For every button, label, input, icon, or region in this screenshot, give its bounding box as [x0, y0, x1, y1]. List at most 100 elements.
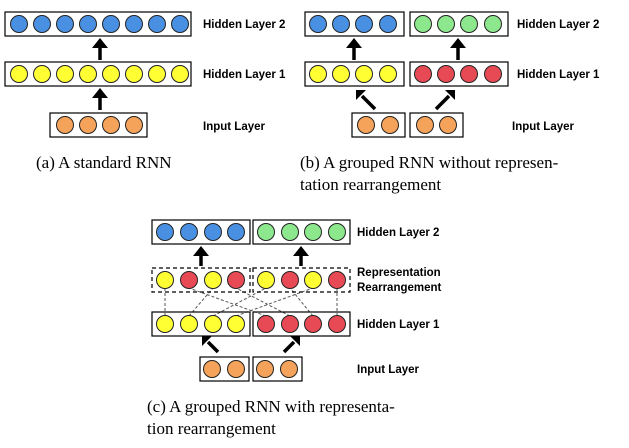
panel-c-hidden2-box-left — [151, 219, 251, 245]
panel-b-hidden2-node-3 — [355, 15, 373, 33]
panel-c-hidden2-node-6 — [281, 223, 299, 241]
panel-c-hidden2-node-8 — [328, 223, 346, 241]
panel-a-hidden2-node-1 — [10, 15, 28, 33]
panel-c-connection-4 — [235, 287, 291, 317]
panel-c-hidden1-nodes — [156, 315, 346, 333]
panel-b: Hidden Layer 2 Hidden Layer 1 Input Laye… — [300, 11, 600, 194]
panel-a-hidden1-node-6 — [125, 65, 143, 83]
panel-c-connection-3 — [188, 287, 214, 317]
panel-b-hidden2-node-4 — [379, 15, 397, 33]
panel-b-input-node-3 — [416, 116, 434, 134]
panel-b-arrow-left-input-h1 — [356, 90, 377, 111]
panel-b-caption-line1: (b) A grouped RNN without represen- — [300, 153, 559, 172]
panel-c-caption-line1: (c) A grouped RNN with representa- — [147, 397, 395, 416]
panel-a-input-label: Input Layer — [203, 121, 266, 133]
panel-a-input-box — [49, 112, 148, 138]
panel-c-input-nodes — [203, 360, 298, 378]
panel-a-hidden1-nodes — [10, 65, 189, 83]
panel-c-rearrangement-node-1 — [156, 271, 174, 289]
panel-c-arrow-left-rearr-h2 — [193, 246, 209, 266]
panel-b-input-box-right — [409, 112, 464, 138]
panel-a-hidden2-node-7 — [148, 15, 166, 33]
panel-b-hidden2-node-7 — [460, 15, 478, 33]
panel-c-input-box-right — [252, 356, 303, 382]
panel-c-connection-2 — [188, 287, 267, 317]
panel-c-hidden1-box-left — [151, 311, 251, 337]
panel-c-rearr-label-line1: Representation — [357, 267, 441, 279]
panel-b-hidden1-node-8 — [484, 65, 502, 83]
panel-c-hidden2-nodes — [156, 223, 346, 241]
panel-a-input-node-3 — [102, 116, 120, 134]
panel-b-hidden1-node-5 — [414, 65, 432, 83]
panel-b-hidden1-box-left — [304, 61, 405, 87]
panel-c-rearr-box-left — [151, 267, 251, 293]
panel-a-hidden2-node-5 — [102, 15, 120, 33]
panel-c-hidden1-node-4 — [227, 315, 245, 333]
panel-c-rearr-box-right — [252, 267, 351, 293]
panel-c-arrow-right-input-h1 — [282, 336, 300, 354]
panel-a-input-node-1 — [56, 116, 74, 134]
panel-c-hidden2-node-5 — [257, 223, 275, 241]
panel-c-input-label: Input Layer — [357, 364, 420, 376]
panel-c-arrow-right-rearr-h2 — [293, 246, 309, 266]
panel-b-hidden2-node-2 — [332, 15, 350, 33]
panel-a-hidden1-node-2 — [33, 65, 51, 83]
panel-c-rearrangement-node-8 — [328, 271, 346, 289]
panel-c-hidden2-node-4 — [227, 223, 245, 241]
panel-a-input-node-4 — [125, 116, 143, 134]
panel-c-hidden2-box-right — [252, 219, 351, 245]
panel-c-hidden1-node-5 — [257, 315, 275, 333]
panel-b-hidden2-node-1 — [309, 15, 327, 33]
panel-c-input-node-3 — [256, 360, 274, 378]
panel-a-hidden2-node-2 — [33, 15, 51, 33]
panel-b-hidden1-node-2 — [332, 65, 350, 83]
panel-b-arrow-right-h1-h2 — [450, 38, 466, 60]
panel-b-input-node-1 — [357, 116, 375, 134]
panel-c-hidden2-node-3 — [204, 223, 222, 241]
panel-b-hidden1-box-right — [409, 61, 509, 87]
panel-a-hidden1-node-4 — [79, 65, 97, 83]
panel-b-arrow-right-input-h1 — [434, 90, 455, 111]
panel-c-rearrangement-node-6 — [281, 271, 299, 289]
panel-b-input-node-4 — [439, 116, 457, 134]
panel-a-hidden2-node-8 — [171, 15, 189, 33]
panel-c-hidden1-node-7 — [304, 315, 322, 333]
panel-c-caption-line2: tion rearrangement — [147, 419, 276, 438]
panel-c-hidden1-node-6 — [281, 315, 299, 333]
panel-c-input-node-2 — [227, 360, 245, 378]
panel-a-hidden2-node-3 — [56, 15, 74, 33]
panel-a-hidden1-node-1 — [10, 65, 28, 83]
panel-a-hidden1-box — [4, 61, 192, 87]
panel-c-input-box-left — [199, 356, 250, 382]
panel-a-hidden2-node-6 — [125, 15, 143, 33]
panel-c-hidden1-box-right — [252, 311, 351, 337]
panel-a-input-node-2 — [79, 116, 97, 134]
panel-a-hidden2-label: Hidden Layer 2 — [203, 19, 285, 31]
panel-c-hidden1-label: Hidden Layer 1 — [357, 319, 440, 331]
panel-c-rearrangement-node-2 — [180, 271, 198, 289]
panel-a-arrow-h1-h2 — [92, 38, 108, 60]
panel-c-connection-7 — [235, 287, 314, 317]
panel-b-hidden1-node-4 — [379, 65, 397, 83]
panel-c-hidden2-node-1 — [156, 223, 174, 241]
panel-c: Hidden Layer 2 Representation Rearrangem… — [147, 219, 442, 438]
panel-b-hidden1-node-3 — [355, 65, 373, 83]
panel-b-hidden2-label: Hidden Layer 2 — [517, 19, 599, 31]
panel-b-hidden2-node-5 — [414, 15, 432, 33]
panel-a-hidden2-nodes — [10, 15, 189, 33]
panel-c-rearrangement-node-5 — [257, 271, 275, 289]
panel-b-hidden2-node-8 — [484, 15, 502, 33]
panel-c-connection-6 — [289, 287, 314, 317]
panel-c-rearrangement-node-3 — [204, 271, 222, 289]
panel-a-caption: (a) A standard RNN — [36, 153, 172, 172]
panel-c-rearrangement-nodes — [156, 271, 346, 289]
panel-b-hidden1-label: Hidden Layer 1 — [517, 69, 600, 81]
panel-a-hidden2-node-4 — [79, 15, 97, 33]
panel-a-hidden1-node-7 — [148, 65, 166, 83]
panel-c-hidden2-node-2 — [180, 223, 198, 241]
panel-a-input-nodes — [56, 116, 143, 134]
panel-b-hidden1-node-7 — [460, 65, 478, 83]
panel-b-hidden2-node-6 — [437, 15, 455, 33]
panel-b-hidden2-nodes — [309, 15, 502, 33]
